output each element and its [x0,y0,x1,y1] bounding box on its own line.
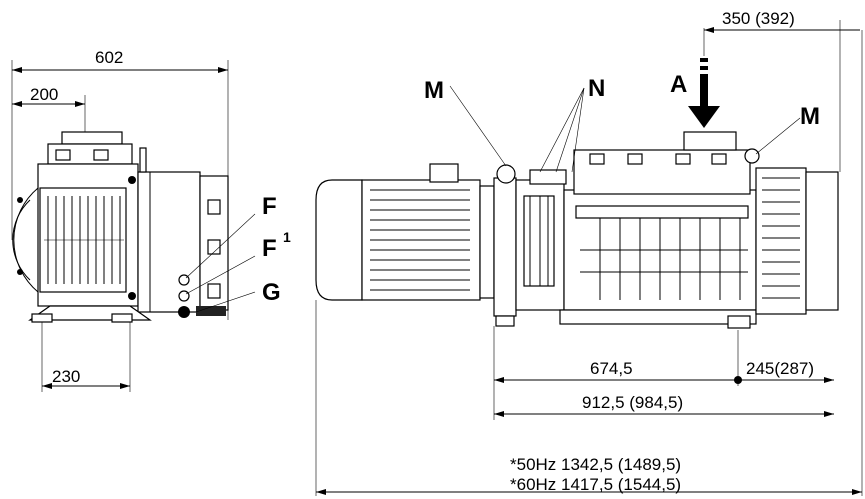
dim-674-5: 674,5 [590,359,633,378]
inlet-arrow-icon [688,58,720,128]
dim-350: 350 (392) [722,9,795,28]
end-view: 602 200 [11,48,291,392]
pump-ribs [575,205,749,300]
dim-overall-50hz: *50Hz 1342,5 (1489,5) [510,455,681,474]
label-F: F [262,193,277,220]
dim-912-5: 912,5 (984,5) [582,393,683,412]
fan-grille [44,196,124,284]
label-F1-superscript: 1 [283,229,291,245]
label-N: N [588,75,605,102]
label-F1: F [262,235,277,262]
end-fan-fins [762,177,800,299]
side-view: M N A M 350 (392) 674,5 245(287) [315,9,863,496]
dim-200: 200 [30,85,58,104]
label-G: G [262,279,281,306]
dim-245-287: 245(287) [746,359,814,378]
label-M-right: M [800,103,820,130]
motor-cooling-fins [370,189,470,291]
dim-overall-60hz: *60Hz 1417,5 (1544,5) [510,475,681,494]
label-A: A [670,71,687,98]
dim-602: 602 [95,48,123,67]
label-M-left: M [424,77,444,104]
dim-230: 230 [52,367,80,386]
